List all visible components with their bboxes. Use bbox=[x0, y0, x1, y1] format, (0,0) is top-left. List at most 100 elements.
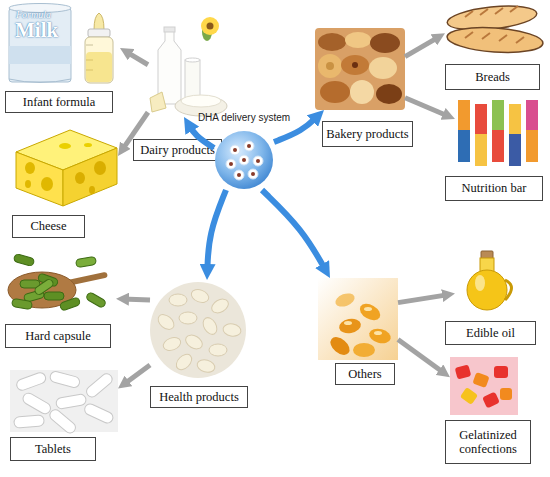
main-arrow bbox=[274, 116, 318, 142]
caption-box: Edible oil bbox=[445, 321, 536, 345]
wedge-art-part bbox=[25, 180, 31, 188]
baby-bottle-art-part bbox=[86, 60, 93, 61]
amber-softgel-art-part bbox=[334, 291, 357, 309]
dot-shell bbox=[253, 156, 263, 166]
loaf-art-part bbox=[446, 25, 543, 56]
main-arrow bbox=[262, 190, 326, 271]
category-node: Dairy products bbox=[148, 22, 228, 117]
amber-softgel-art-part bbox=[344, 321, 352, 325]
softgel-pile-art-part bbox=[169, 294, 187, 306]
snack-bar-art-part bbox=[475, 104, 487, 134]
powder-can-art bbox=[9, 4, 71, 83]
gummy-art bbox=[450, 357, 518, 415]
caption-box: Dairy products bbox=[133, 139, 222, 161]
dot-core bbox=[237, 173, 241, 177]
pastry-assortment-art-part bbox=[341, 55, 369, 75]
snack-bar-art-part bbox=[509, 104, 521, 134]
dot-shell bbox=[226, 159, 236, 169]
capsule-dot bbox=[248, 169, 258, 179]
pastry-assortment-art-part bbox=[318, 33, 346, 51]
softgel-pile-art-part bbox=[196, 358, 216, 374]
softgel-pile-art-part bbox=[183, 332, 205, 351]
softgel-pile-art-part bbox=[200, 315, 219, 337]
amber-softgel-art-part bbox=[338, 317, 362, 335]
softgel-pile-art-part bbox=[179, 312, 197, 324]
caption-box: Infant formula bbox=[5, 91, 113, 113]
caption-box: Bakery products bbox=[322, 121, 413, 147]
baby-bottle-art-part bbox=[86, 45, 93, 46]
caption-node: Tablets bbox=[10, 370, 118, 432]
caption-node: Gelatinized confections bbox=[450, 357, 518, 415]
green-capsule-art-part bbox=[13, 254, 34, 267]
wedge-art-part bbox=[89, 186, 95, 194]
gummy-art-part bbox=[472, 372, 489, 388]
snack-bar-art bbox=[458, 100, 538, 166]
caption-node: Cheese bbox=[10, 128, 118, 208]
snack-bar-art-part bbox=[475, 134, 487, 166]
green-capsule-art-part bbox=[75, 256, 96, 267]
branch-arrow bbox=[405, 98, 449, 117]
dot-shell bbox=[248, 169, 258, 179]
powder-can-art-part bbox=[9, 46, 71, 64]
gummy-art-part bbox=[450, 357, 518, 415]
gummy-art-part bbox=[494, 366, 508, 378]
softgel-pile-art-part bbox=[161, 335, 182, 352]
caption-box: Nutrition bar bbox=[445, 176, 543, 201]
amber-softgel-art-part bbox=[327, 334, 353, 359]
capsule-dot bbox=[244, 141, 254, 151]
caption-node: Breads bbox=[445, 3, 545, 58]
pastry-assortment-art-part bbox=[318, 54, 342, 78]
oil-jug-art-part bbox=[505, 280, 512, 300]
snack-bar-art-part bbox=[526, 130, 538, 162]
green-capsule-art-part bbox=[44, 292, 64, 300]
capsule-dot bbox=[226, 159, 236, 169]
wedge-art-part bbox=[75, 172, 85, 184]
package-text: Formula bbox=[16, 10, 51, 20]
dot-shell bbox=[230, 145, 240, 155]
loaf-art-part bbox=[465, 32, 524, 43]
wedge-art-part bbox=[94, 161, 106, 175]
wedge-art-part bbox=[16, 152, 63, 206]
main-arrow bbox=[188, 124, 214, 148]
white-pill-art-part bbox=[48, 408, 78, 436]
amber-softgel-art-part bbox=[368, 326, 393, 345]
baby-bottle-art-part bbox=[86, 70, 93, 71]
pastry-assortment-art-part bbox=[376, 84, 402, 104]
green-capsule-art-part bbox=[34, 278, 55, 296]
dairy-still-life-art-part bbox=[185, 58, 200, 62]
amber-softgel-art-part bbox=[357, 300, 383, 323]
powder-can-art-part bbox=[9, 8, 71, 82]
oil-jug-art-part bbox=[475, 275, 485, 291]
pastry-assortment-art-part bbox=[370, 33, 400, 53]
dot-core bbox=[242, 158, 246, 162]
dot-core bbox=[233, 148, 237, 152]
softgel-pile-art-part bbox=[209, 296, 231, 315]
softgel-pile-art-part bbox=[209, 344, 227, 356]
dot-core bbox=[251, 172, 255, 176]
branch-arrow bbox=[398, 340, 445, 374]
amber-softgel-art-part bbox=[318, 278, 398, 360]
category-node: Bakery products bbox=[315, 28, 405, 110]
branch-arrow bbox=[123, 365, 150, 385]
dot-core bbox=[229, 162, 233, 166]
wedge-art-part bbox=[84, 143, 92, 147]
wedge-art-part bbox=[59, 143, 71, 149]
snack-bar-art-part bbox=[509, 134, 521, 166]
dairy-still-life-art-part bbox=[164, 27, 175, 32]
softgel-pile-art-part bbox=[173, 351, 194, 372]
gummy-art-part bbox=[455, 364, 472, 379]
green-capsule-art-part bbox=[85, 292, 106, 309]
powder-can-art-part bbox=[9, 79, 71, 83]
capsule-dot bbox=[239, 155, 249, 165]
capsule-dot bbox=[230, 145, 240, 155]
branch-arrow bbox=[126, 51, 148, 64]
pastry-assortment-art-part bbox=[326, 62, 334, 70]
category-node: Others bbox=[318, 278, 398, 360]
capsule-dot bbox=[234, 170, 244, 180]
wedge-art bbox=[16, 130, 117, 206]
green-capsule-art-part bbox=[11, 298, 32, 309]
softgel-pile-art-part bbox=[189, 287, 210, 304]
dairy-still-life-art bbox=[150, 17, 227, 116]
pastry-assortment-art-part bbox=[369, 57, 397, 79]
